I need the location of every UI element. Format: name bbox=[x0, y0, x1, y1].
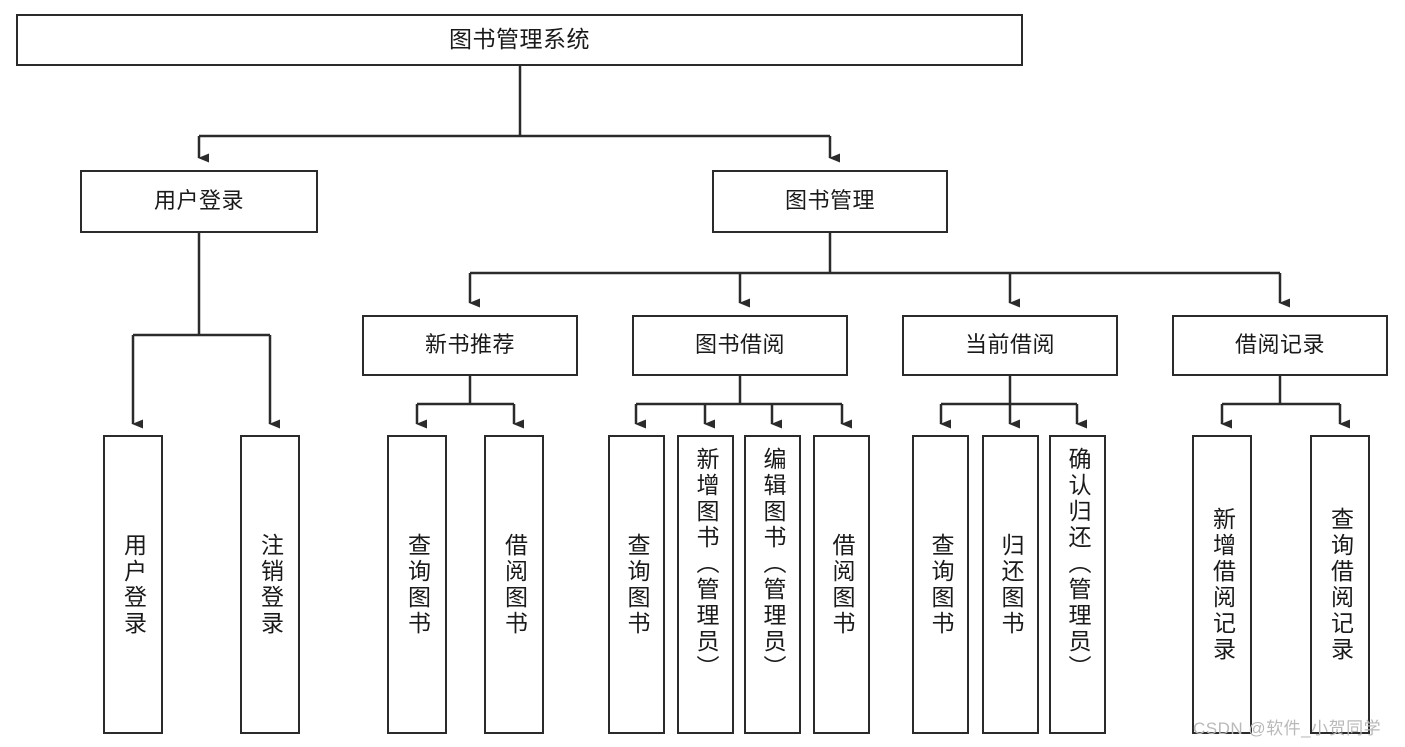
node-label: 归还图书 bbox=[998, 532, 1024, 637]
node-label: 新增图书（管理员） bbox=[693, 447, 719, 681]
node-user-login[interactable]: 用户登录 bbox=[80, 170, 318, 233]
node-label: 借阅图书 bbox=[829, 532, 855, 637]
leaf-add-borrowing-record[interactable]: 新增借阅记录 bbox=[1192, 435, 1252, 734]
node-label: 查询图书 bbox=[624, 532, 650, 637]
leaf-logout-login[interactable]: 注销登录 bbox=[240, 435, 300, 734]
node-label: 用户登录 bbox=[120, 532, 147, 637]
node-label: 新增借阅记录 bbox=[1209, 506, 1236, 663]
node-label: 用户登录 bbox=[153, 188, 244, 214]
leaf-borrow-book-recommendation[interactable]: 借阅图书 bbox=[484, 435, 544, 734]
leaf-user-login[interactable]: 用户登录 bbox=[103, 435, 163, 734]
node-label: 确认归还（管理员） bbox=[1065, 447, 1091, 681]
leaf-return-book[interactable]: 归还图书 bbox=[982, 435, 1039, 734]
node-label: 图书管理系统 bbox=[449, 26, 590, 53]
leaf-add-book-admin[interactable]: 新增图书（管理员） bbox=[677, 435, 734, 734]
node-label: 查询借阅记录 bbox=[1327, 506, 1354, 663]
node-label: 图书管理 bbox=[784, 188, 875, 214]
leaf-borrow-book-borrowing[interactable]: 借阅图书 bbox=[813, 435, 870, 734]
node-book-borrowing[interactable]: 图书借阅 bbox=[632, 315, 848, 376]
leaf-edit-book-admin[interactable]: 编辑图书（管理员） bbox=[744, 435, 801, 734]
leaf-query-book-current[interactable]: 查询图书 bbox=[912, 435, 969, 734]
watermark-csdn: CSDN @软件_小贺同学 bbox=[1193, 719, 1382, 738]
node-label: 查询图书 bbox=[404, 532, 431, 637]
node-book-management[interactable]: 图书管理 bbox=[712, 170, 948, 233]
node-label: 当前借阅 bbox=[964, 332, 1055, 358]
node-label: 新书推荐 bbox=[424, 332, 515, 358]
leaf-query-book-borrowing[interactable]: 查询图书 bbox=[608, 435, 665, 734]
node-label: 编辑图书（管理员） bbox=[760, 447, 786, 681]
node-label: 查询图书 bbox=[928, 532, 954, 637]
node-borrowing-record[interactable]: 借阅记录 bbox=[1172, 315, 1388, 376]
leaf-confirm-return-admin[interactable]: 确认归还（管理员） bbox=[1049, 435, 1106, 734]
node-label: 图书借阅 bbox=[694, 332, 785, 358]
node-label: 借阅图书 bbox=[501, 532, 528, 637]
node-new-book-recommendation[interactable]: 新书推荐 bbox=[362, 315, 578, 376]
node-label: 注销登录 bbox=[257, 532, 284, 637]
leaf-query-borrowing-record[interactable]: 查询借阅记录 bbox=[1310, 435, 1370, 734]
node-root-book-management-system[interactable]: 图书管理系统 bbox=[16, 14, 1023, 66]
node-label: 借阅记录 bbox=[1234, 332, 1325, 358]
leaf-query-book-recommendation[interactable]: 查询图书 bbox=[387, 435, 447, 734]
node-current-borrowing[interactable]: 当前借阅 bbox=[902, 315, 1118, 376]
